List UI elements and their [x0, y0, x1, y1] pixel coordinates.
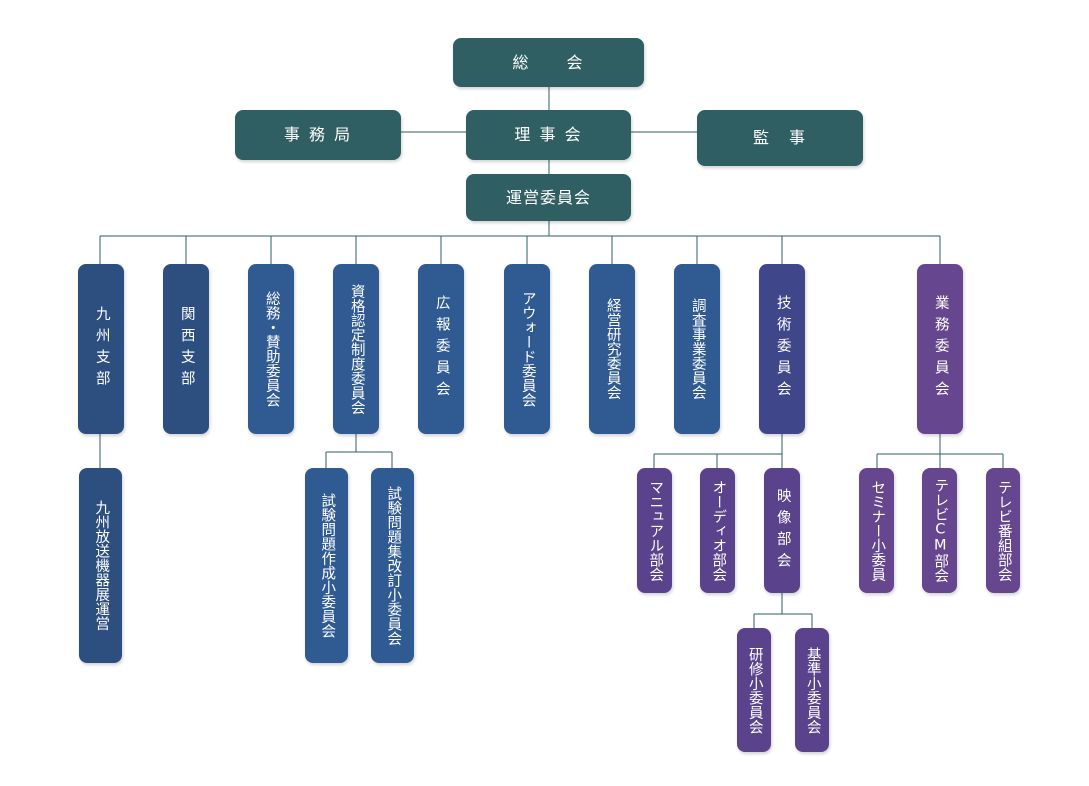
- training-subcommittee-node: 研修小委員会: [737, 628, 771, 752]
- exam-revision-subcommittee-label: 試験問題集改訂小委員会: [385, 485, 402, 646]
- standards-subcommittee-label: 基準小委員会: [804, 646, 821, 734]
- seminar-subcommittee-label: セミナー小委員: [869, 479, 886, 582]
- management-research-committee-node: 経営研究委員会: [589, 264, 635, 434]
- seminar-subcommittee-node: セミナー小委員: [859, 468, 894, 593]
- secretariat-node: 事 務 局: [235, 110, 401, 160]
- survey-committee-label: 調査事業委員会: [689, 298, 706, 400]
- manual-section-label: マニュアル部会: [647, 479, 664, 582]
- kyushu-expo-label: 九州放送機器展運営: [93, 500, 110, 631]
- pr-committee-node: 広報委員会: [418, 264, 464, 434]
- secretariat-label: 事 務 局: [283, 125, 353, 145]
- kyushu-branch-node: 九州支部: [78, 264, 124, 434]
- kansai-branch-label: 関西支部: [178, 306, 195, 392]
- manual-section-node: マニュアル部会: [637, 468, 672, 593]
- general-affairs-committee-node: 総務・賛助委員会: [248, 264, 294, 434]
- award-committee-label: アウォード委員会: [519, 291, 536, 407]
- audio-section-node: オーディオ部会: [700, 468, 735, 593]
- technical-committee-node: 技術委員会: [759, 264, 805, 434]
- general-affairs-committee-label: 総務・賛助委員会: [263, 291, 280, 407]
- kyushu-branch-label: 九州支部: [93, 306, 110, 392]
- steering-committee-label: 運営委員会: [505, 187, 591, 207]
- tvcm-section-node: テレビCM部会: [922, 468, 957, 593]
- auditor-label: 監 事: [752, 128, 807, 148]
- management-research-committee-label: 経営研究委員会: [604, 298, 621, 400]
- exam-creation-subcommittee-label: 試験問題作成小委員会: [319, 493, 336, 638]
- video-section-label: 映像部会: [774, 487, 791, 574]
- training-subcommittee-label: 研修小委員会: [746, 646, 763, 734]
- exam-creation-subcommittee-node: 試験問題作成小委員会: [305, 468, 348, 663]
- business-committee-node: 業務委員会: [917, 264, 963, 434]
- tvcm-section-label: テレビCM部会: [932, 478, 949, 583]
- kansai-branch-node: 関西支部: [163, 264, 209, 434]
- tv-program-section-label: テレビ番組部会: [995, 479, 1012, 582]
- business-committee-label: 業務委員会: [932, 295, 949, 403]
- steering-committee-node: 運営委員会: [466, 174, 631, 221]
- board-label: 理 事 会: [514, 125, 583, 145]
- survey-committee-node: 調査事業委員会: [674, 264, 720, 434]
- auditor-node: 監 事: [697, 110, 863, 166]
- audio-section-label: オーディオ部会: [710, 479, 727, 582]
- kyushu-expo-node: 九州放送機器展運営: [79, 468, 122, 663]
- qualification-committee-label: 資格認定制度委員会: [348, 283, 365, 415]
- standards-subcommittee-node: 基準小委員会: [795, 628, 829, 752]
- qualification-committee-node: 資格認定制度委員会: [333, 264, 379, 434]
- pr-committee-label: 広報委員会: [433, 295, 450, 403]
- general-assembly-node: 総 会: [453, 38, 644, 87]
- technical-committee-label: 技術委員会: [774, 295, 791, 403]
- video-section-node: 映像部会: [764, 468, 800, 593]
- board-node: 理 事 会: [466, 110, 631, 160]
- tv-program-section-node: テレビ番組部会: [986, 468, 1020, 593]
- general-assembly-label: 総 会: [512, 52, 585, 72]
- award-committee-node: アウォード委員会: [504, 264, 550, 434]
- exam-revision-subcommittee-node: 試験問題集改訂小委員会: [371, 468, 414, 663]
